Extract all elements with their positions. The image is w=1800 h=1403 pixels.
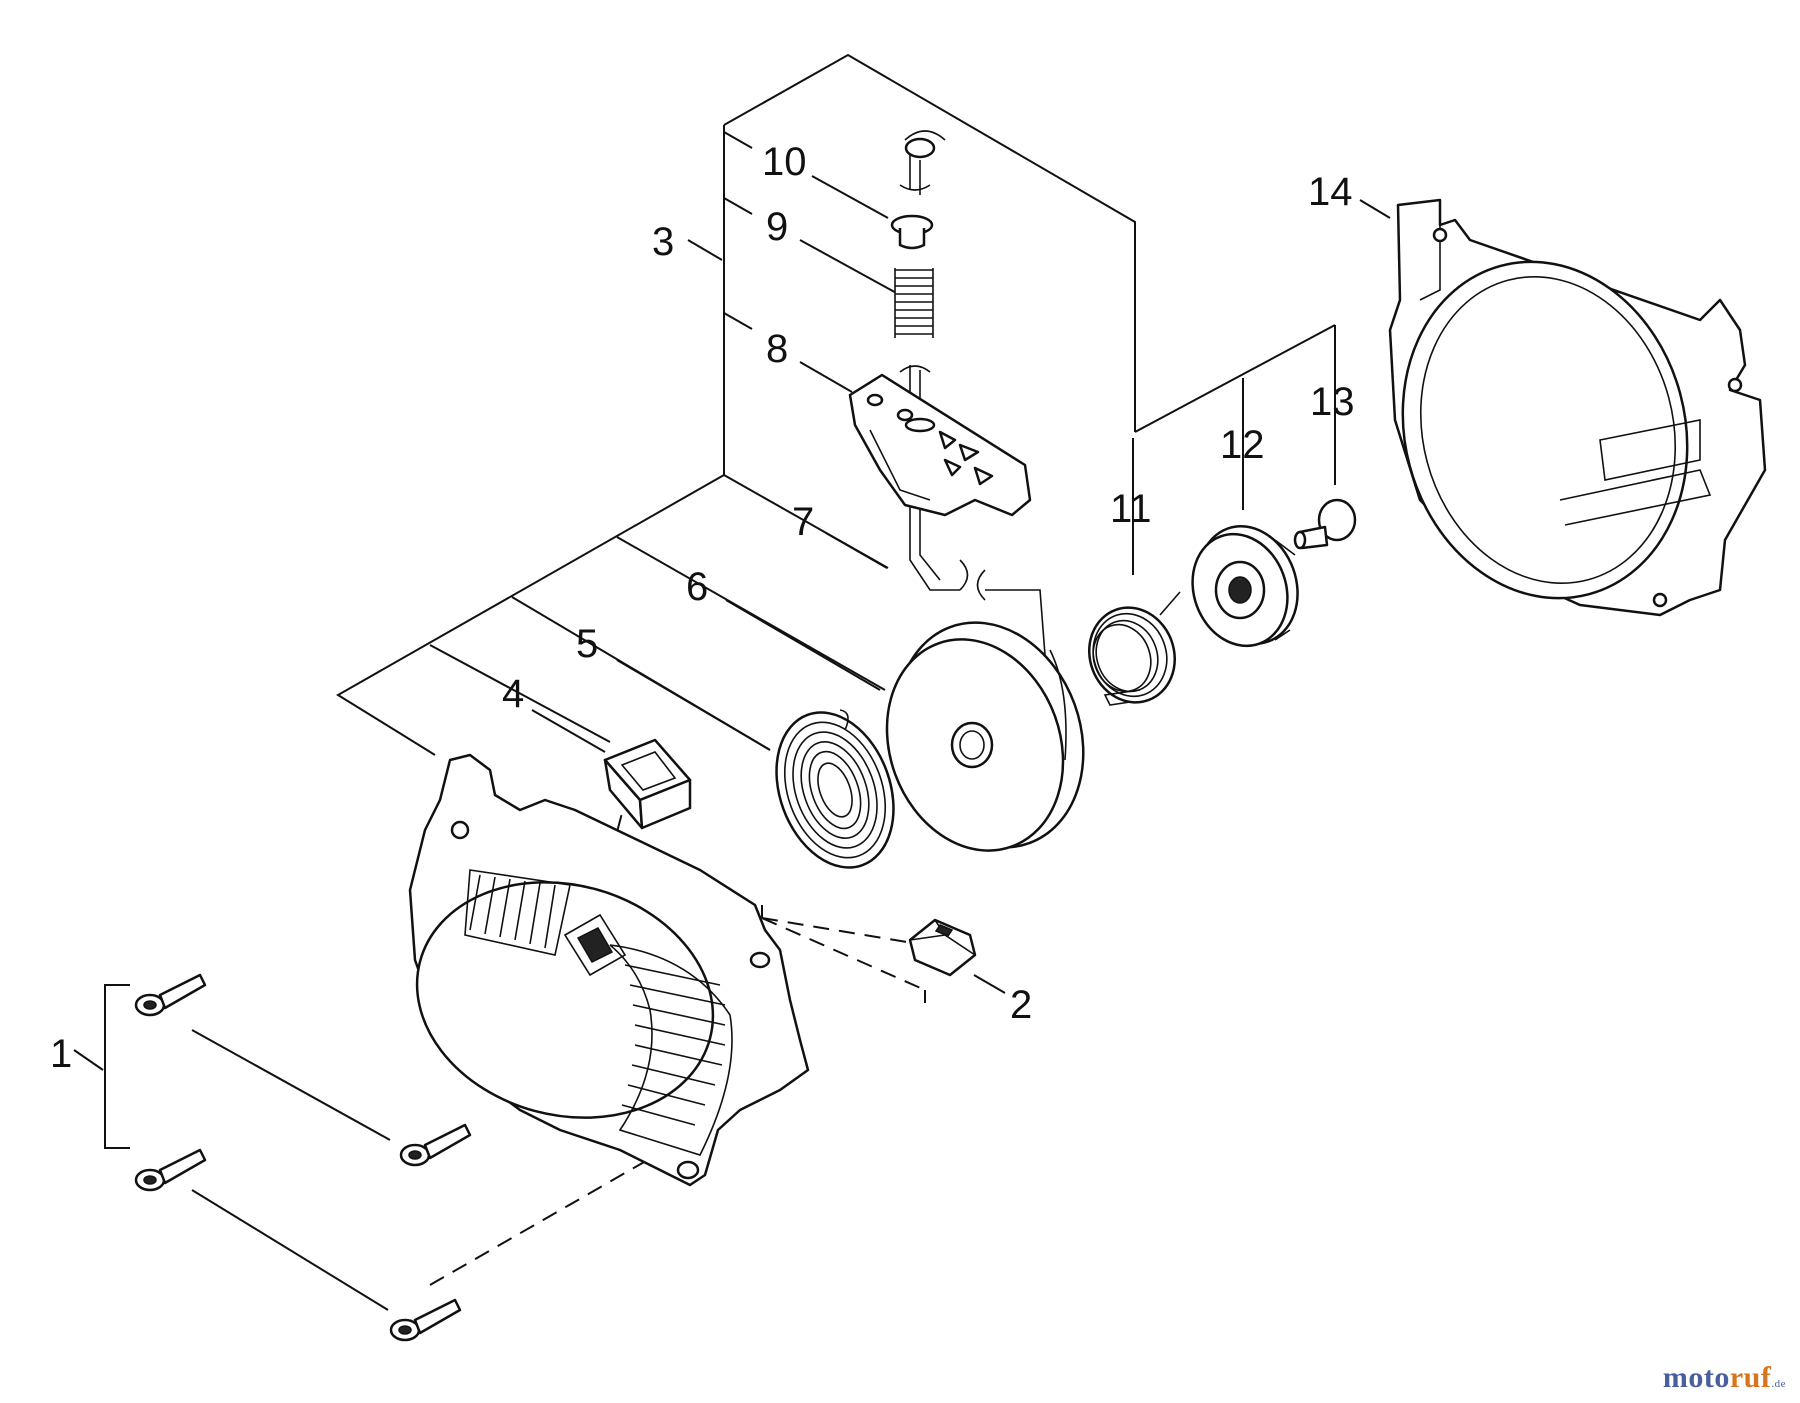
part-13-pin xyxy=(1293,498,1357,550)
screw-b xyxy=(399,1123,472,1167)
screw-a xyxy=(134,973,207,1017)
screw-d xyxy=(389,1298,462,1342)
part-1-screws xyxy=(134,973,472,1342)
watermark-part1: moto xyxy=(1662,1361,1730,1394)
part-2-clip xyxy=(908,918,977,977)
callout-5: 5 xyxy=(576,622,598,666)
callout-6: 6 xyxy=(686,565,708,609)
part-14-fan-cover xyxy=(1388,198,1767,617)
part-3-starter-handle xyxy=(848,373,1032,517)
callout-1: 1 xyxy=(50,1032,72,1076)
screw-c xyxy=(134,1148,207,1192)
part-8-handle-spring xyxy=(894,265,934,373)
assembly-bracket-lines xyxy=(73,53,1391,1311)
callout-8: 8 xyxy=(766,327,788,371)
callout-4: 4 xyxy=(502,672,524,716)
callout-12: 12 xyxy=(1220,423,1265,467)
callout-10: 10 xyxy=(762,140,807,184)
watermark-suffix: .de xyxy=(1771,1378,1786,1390)
part-9-rope-guide xyxy=(890,214,934,250)
callout-2: 2 xyxy=(1010,983,1032,1027)
part-6-rope-pulley xyxy=(885,621,1085,852)
callout-13: 13 xyxy=(1310,380,1355,424)
callout-7: 7 xyxy=(792,500,814,544)
callout-14: 14 xyxy=(1308,170,1353,214)
part-12-ratchet xyxy=(1191,525,1299,648)
starter-cover xyxy=(408,753,810,1187)
callout-11: 11 xyxy=(1110,487,1152,531)
watermark-part2: ruf xyxy=(1729,1361,1772,1394)
part-4-rope-bushing xyxy=(603,738,692,830)
part-5-recoil-spring xyxy=(775,709,895,869)
callout-3: 3 xyxy=(652,220,674,264)
callout-9: 9 xyxy=(766,205,788,249)
watermark-logo: motoruf.de xyxy=(1663,1361,1786,1395)
callout-labels: 1 2 3 4 5 6 7 8 9 10 11 12 13 14 xyxy=(50,140,1355,1076)
part-11-torsion-spring xyxy=(1088,591,1181,706)
